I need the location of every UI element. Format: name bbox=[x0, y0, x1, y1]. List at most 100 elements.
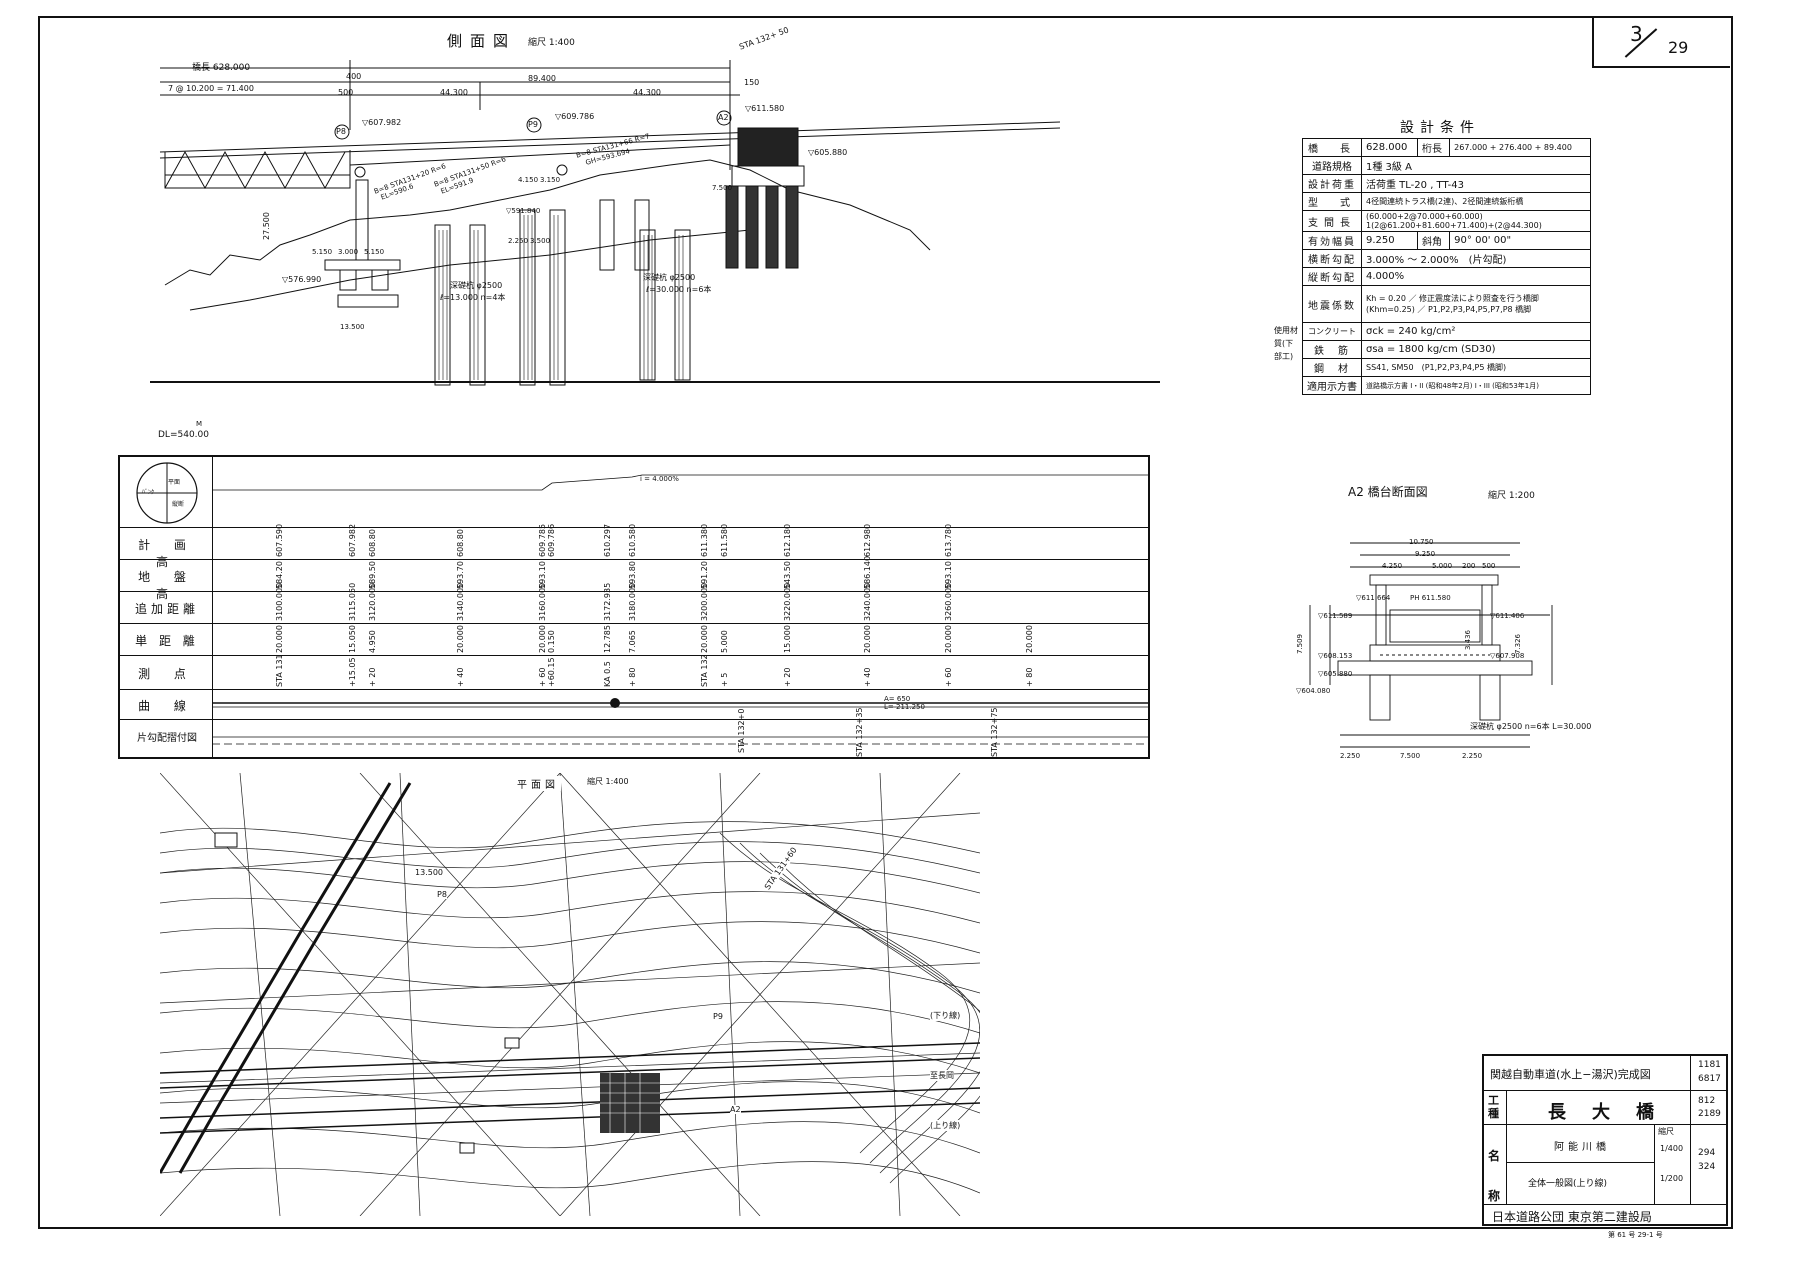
abut-bottom-3: 2.250 bbox=[1462, 752, 1483, 760]
design-val: 4径間連続トラス橋(2連)、2径間連続鈑桁橋 bbox=[1361, 192, 1591, 211]
side-view-scale: 縮尺 1:400 bbox=[528, 38, 575, 48]
abut-elev-1: ▽611.664 bbox=[1356, 594, 1391, 602]
design-key: 有効幅員 bbox=[1302, 231, 1362, 250]
plan-height-2: 607.982 bbox=[348, 523, 357, 557]
row-line-7 bbox=[120, 719, 1148, 720]
superelev-1: STA 132+0 bbox=[737, 708, 746, 753]
cum-dist-10: 3240.000 bbox=[863, 582, 872, 621]
design-key: 地震係数 bbox=[1302, 285, 1362, 323]
dim-3150: 3.150 bbox=[540, 176, 561, 184]
curve-a: A= 650 bbox=[884, 695, 911, 703]
pile-note-1: 深礎杭 φ2500 bbox=[450, 281, 503, 290]
cum-dist-5: 3160.000 bbox=[538, 582, 547, 621]
design-row: 適用示方書道路橋示方書 I・II (昭和48年2月) I・III (昭和53年1… bbox=[1302, 376, 1591, 395]
curve-diagram bbox=[212, 698, 1150, 745]
plan-height-12: 612.980 bbox=[863, 523, 872, 557]
abut-elev-5: ▽607.908 bbox=[1490, 652, 1525, 660]
title-block: 関越自動車道(水上−湯沢)完成図 1181 6817 工種 長 大 橋 812 … bbox=[1482, 1054, 1728, 1226]
tb-footer: 第 61 号 29-1 号 bbox=[1608, 1231, 1663, 1239]
station-14: + 80 bbox=[1025, 667, 1034, 687]
abut-dim-5: 200 bbox=[1462, 562, 1476, 570]
profile-table-divider bbox=[212, 457, 213, 757]
left-elev: ▽576.990 bbox=[282, 275, 322, 284]
dim-13500: 13.500 bbox=[340, 323, 365, 331]
design-val: 9.250 bbox=[1361, 231, 1418, 250]
dim-3500: 3.500 bbox=[530, 237, 551, 245]
single-dist-12: 20.000 bbox=[863, 625, 872, 653]
span-note: 7 @ 10.200 = 71.400 bbox=[168, 84, 254, 93]
tb-line bbox=[1506, 1162, 1654, 1163]
row-label-station: 測 点 bbox=[138, 667, 196, 681]
plan-label-13500: 13.500 bbox=[415, 868, 443, 877]
plan-title: 平面図 bbox=[515, 776, 561, 791]
dim-7500: 7.500 bbox=[712, 184, 733, 192]
single-dist-9: 20.000 bbox=[700, 625, 709, 653]
plan-view-drawing bbox=[160, 773, 980, 1216]
plan-label-up: (上り線) bbox=[930, 1120, 961, 1131]
abut-elev-8: ▽604.080 bbox=[1296, 687, 1331, 695]
dim-150: 150 bbox=[744, 78, 760, 87]
cum-dist-6: 3172.935 bbox=[603, 582, 612, 621]
plan-label-down: (下り線) bbox=[930, 1010, 961, 1021]
profile-slope: i = 4.000% bbox=[640, 475, 679, 483]
cum-dist-1: 3100.000 bbox=[275, 582, 284, 621]
row-label-ground-height: 地 盤 高 bbox=[138, 570, 196, 601]
tb-line bbox=[1654, 1124, 1655, 1204]
single-dist-11: 15.000 bbox=[783, 625, 792, 653]
row-line-2 bbox=[120, 559, 1148, 560]
abut-bottom-2: 7.500 bbox=[1400, 752, 1421, 760]
tb-line bbox=[1506, 1090, 1507, 1204]
row-label-cumulative: 追加距離 bbox=[134, 602, 199, 616]
tb-code4: 2189 bbox=[1698, 1109, 1721, 1119]
tb-line bbox=[1690, 1056, 1691, 1204]
design-key2: 斜角 bbox=[1416, 231, 1451, 250]
side-view-title: 側面図 bbox=[447, 32, 517, 50]
dim-500: 500 bbox=[338, 88, 354, 97]
orientation-circle bbox=[136, 462, 198, 524]
row-line-3 bbox=[120, 591, 1148, 592]
tb-bridge-type: 長 大 橋 bbox=[1548, 1102, 1658, 1123]
dim-3000: 3.000 bbox=[338, 248, 359, 256]
elev-2: ▽609.786 bbox=[555, 112, 595, 121]
plan-height-4: 608.80 bbox=[456, 529, 465, 557]
tb-scale2: 1/200 bbox=[1660, 1174, 1684, 1183]
tb-code6: 324 bbox=[1698, 1162, 1716, 1172]
design-val: σsa = 1800 kg/cm (SD30) bbox=[1361, 340, 1591, 359]
abut-pile-note: 深礎杭 φ2500 n=6本 L=30.000 bbox=[1470, 722, 1592, 731]
abutment-drawing bbox=[1309, 542, 1553, 748]
plan-height-1: 607.590 bbox=[275, 523, 284, 557]
single-dist-2: 15.050 bbox=[348, 625, 357, 653]
design-key: 横断勾配 bbox=[1302, 249, 1362, 268]
plan-scale: 縮尺 1:400 bbox=[587, 776, 629, 787]
dim-2250: 2.250 bbox=[508, 237, 529, 245]
profile-table: ﾊﾞﾝｸ 平面 縦断 i = 4.000% 計 画 高 地 盤 高 追加距離 単… bbox=[118, 455, 1150, 759]
design-val: (60.000+2@70.000+60.000) 1(2@61.200+81.6… bbox=[1361, 210, 1591, 232]
plan-height-13: 613.780 bbox=[944, 523, 953, 557]
station-10: + 5 bbox=[720, 672, 729, 687]
row-label-curve: 曲 線 bbox=[138, 699, 196, 713]
design-key: 型 式 bbox=[1302, 192, 1362, 211]
plan-height-10: 611.580 bbox=[720, 523, 729, 557]
cum-dist-9: 3220.000 bbox=[783, 582, 792, 621]
cum-dist-11: 3260.000 bbox=[944, 582, 953, 621]
design-key: 縦断勾配 bbox=[1302, 267, 1362, 286]
design-key: 支間長 bbox=[1302, 210, 1362, 232]
design-row: 設計荷重活荷重 TL-20 , TT-43 bbox=[1302, 174, 1591, 193]
design-val: SS41, SM50 (P1,P2,P3,P4,P5 橋脚) bbox=[1361, 358, 1591, 377]
single-dist-4: 20.000 bbox=[456, 625, 465, 653]
plan-label-a2: A2 bbox=[730, 1105, 741, 1114]
abut-side-2: 7.326 bbox=[1514, 633, 1523, 655]
circle-label-3: 縦断 bbox=[172, 501, 185, 508]
pile-note-2: 深礎杭 φ2500 bbox=[643, 273, 696, 282]
design-title: 設計条件 bbox=[1400, 120, 1480, 136]
station-13: + 60 bbox=[944, 667, 953, 687]
design-val: 628.000 bbox=[1361, 138, 1418, 157]
